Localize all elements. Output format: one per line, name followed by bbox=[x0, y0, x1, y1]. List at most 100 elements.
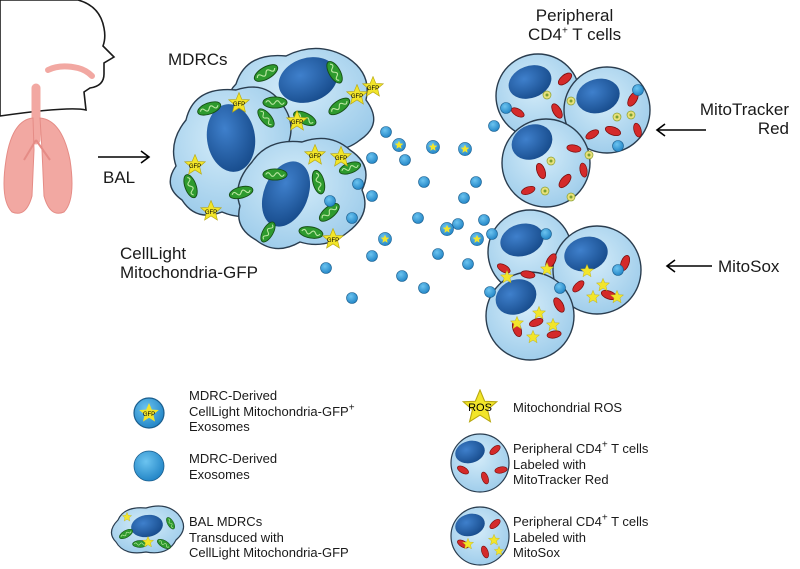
exosome bbox=[320, 262, 332, 274]
exosome bbox=[366, 250, 378, 262]
legend-gfp-exosome-icon: GFP bbox=[133, 397, 165, 429]
gfp-exosome-uptake bbox=[546, 156, 556, 166]
svg-text:GFP: GFP bbox=[205, 210, 217, 216]
mitotracker-arrow bbox=[655, 123, 706, 137]
mitosox-label: MitoSox bbox=[718, 257, 780, 276]
legend-gfp-exosomes-text: MDRC-Derived CellLight Mitochondria-GFP+… bbox=[189, 388, 355, 434]
mitosox-arrow bbox=[665, 259, 712, 273]
gfp-star: GFP bbox=[304, 144, 326, 165]
exosome bbox=[432, 248, 444, 260]
exosome-gfp bbox=[378, 232, 392, 246]
mitochondrion-green bbox=[262, 168, 288, 181]
gfp-star: GFP bbox=[322, 228, 344, 249]
mdrc-cluster: GFP GFP GFP GFP GFP GFP GFP GFP GFP bbox=[169, 47, 384, 250]
nucleus bbox=[495, 279, 537, 315]
exosome bbox=[418, 176, 430, 188]
lungs-icon bbox=[3, 117, 73, 214]
exosome-gfp bbox=[426, 140, 440, 154]
bal-arrow bbox=[98, 150, 151, 164]
gfp-star: GFP bbox=[184, 154, 206, 175]
gfp-exosome-uptake bbox=[540, 186, 550, 196]
exosome-gfp bbox=[470, 232, 484, 246]
exosome bbox=[484, 286, 496, 298]
exosome bbox=[612, 264, 624, 276]
gfp-star: GFP bbox=[330, 146, 352, 167]
gfp-exosome-uptake bbox=[612, 112, 622, 122]
exosome bbox=[412, 212, 424, 224]
nucleus bbox=[564, 236, 608, 272]
nucleus bbox=[576, 78, 620, 114]
svg-text:GFP: GFP bbox=[351, 94, 363, 100]
exosome bbox=[380, 126, 392, 138]
svg-text:GFP: GFP bbox=[233, 102, 245, 108]
mdrcs-label: MDRCs bbox=[168, 50, 228, 69]
gfp-star: GFP bbox=[200, 200, 222, 221]
exosome bbox=[462, 258, 474, 270]
legend-exosome-icon bbox=[133, 450, 165, 482]
exosome bbox=[486, 228, 498, 240]
exosome bbox=[366, 190, 378, 202]
svg-text:GFP: GFP bbox=[335, 156, 347, 162]
exosome bbox=[324, 195, 336, 207]
svg-text:GFP: GFP bbox=[291, 120, 303, 126]
svg-text:ROS: ROS bbox=[468, 402, 492, 414]
tcells-mitotracker bbox=[488, 53, 651, 208]
peripheral-tcells-label: Peripheral CD4+ T cells bbox=[528, 6, 622, 44]
svg-text:GFP: GFP bbox=[143, 412, 155, 418]
svg-text:GFP: GFP bbox=[327, 238, 339, 244]
nucleus bbox=[500, 223, 544, 257]
gfp-star: GFP bbox=[286, 110, 308, 131]
exosome-gfp bbox=[392, 138, 406, 152]
gfp-star: GFP bbox=[228, 92, 250, 113]
exosome-gfp bbox=[458, 142, 472, 156]
exosome bbox=[396, 270, 408, 282]
exosome bbox=[478, 214, 490, 226]
exosome bbox=[500, 102, 512, 114]
exosome bbox=[418, 282, 430, 294]
svg-text:GFP: GFP bbox=[367, 86, 379, 92]
exosome bbox=[399, 154, 411, 166]
legend-ros-star-icon: ROS bbox=[462, 389, 498, 423]
nucleus bbox=[511, 124, 553, 160]
tcells-mitosox bbox=[484, 209, 642, 361]
celllight-label: CellLight Mitochondria-GFP bbox=[120, 244, 258, 282]
legend-mdrc-icon bbox=[110, 505, 185, 554]
exosome bbox=[554, 282, 566, 294]
gfp-exosome-uptake bbox=[566, 96, 576, 106]
mitochondrion-green bbox=[262, 96, 288, 109]
exosome bbox=[452, 218, 464, 230]
legend-tcell-mitotracker-icon bbox=[450, 433, 510, 493]
exosome-gfp bbox=[440, 222, 454, 236]
exosome bbox=[612, 140, 624, 152]
exosome bbox=[352, 178, 364, 190]
legend-tcells-mitosox-text: Peripheral CD4+ T cells Labeled with Mit… bbox=[513, 512, 649, 560]
legend-tcells-mitotracker-text: Peripheral CD4+ T cells Labeled with Mit… bbox=[513, 439, 649, 487]
svg-text:GFP: GFP bbox=[189, 164, 201, 170]
mitotracker-label: MitoTracker Red bbox=[699, 100, 789, 138]
gfp-star: GFP bbox=[346, 84, 368, 105]
gfp-exosome-uptake bbox=[584, 150, 594, 160]
exosome bbox=[632, 84, 644, 96]
legend-exosomes-text: MDRC-Derived Exosomes bbox=[189, 451, 278, 482]
airway-icon bbox=[31, 63, 95, 145]
nucleus bbox=[206, 104, 256, 172]
legend-tcell-mitosox-icon bbox=[450, 506, 510, 566]
svg-text:GFP: GFP bbox=[309, 154, 321, 160]
gfp-exosome-uptake bbox=[542, 90, 552, 100]
legend-bal-mdrcs-text: BAL MDRCs Transduced with CellLight Mito… bbox=[189, 514, 349, 560]
human-silhouette bbox=[0, 0, 116, 117]
exosome bbox=[346, 212, 358, 224]
exosome bbox=[488, 120, 500, 132]
exosome bbox=[458, 192, 470, 204]
exosome bbox=[366, 152, 378, 164]
nucleus bbox=[508, 65, 552, 99]
exosome bbox=[540, 228, 552, 240]
gfp-exosome-uptake bbox=[626, 110, 636, 120]
gfp-exosome-uptake bbox=[566, 192, 576, 202]
bal-label: BAL bbox=[103, 168, 136, 187]
legend-mito-ros-text: Mitochondrial ROS bbox=[513, 400, 623, 415]
exosome bbox=[470, 176, 482, 188]
gfp-star: GFP bbox=[362, 76, 384, 97]
nucleus bbox=[278, 57, 338, 103]
